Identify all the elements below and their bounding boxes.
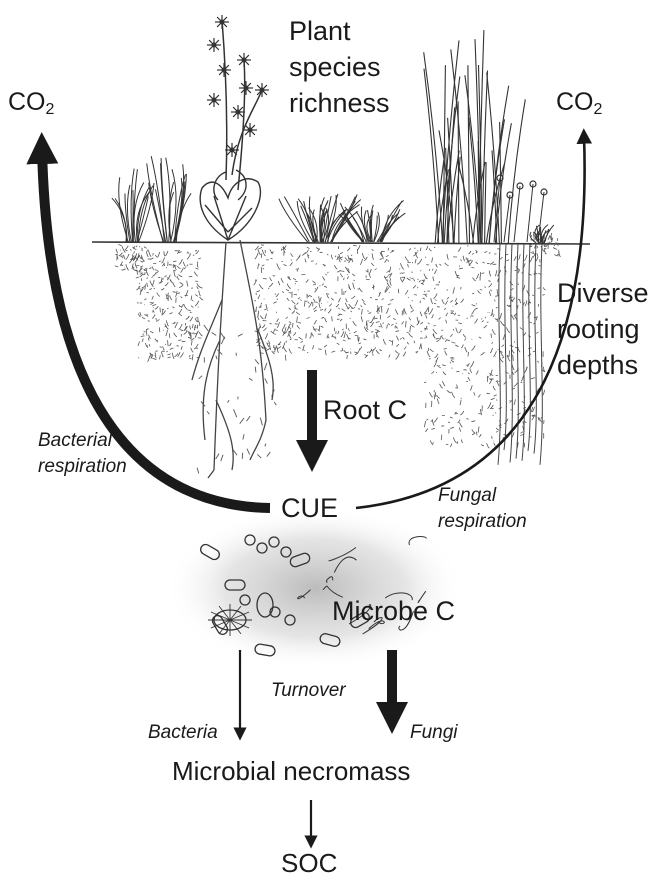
turnover-label: Turnover [271,680,346,701]
plant-richness-line-3: richness [289,88,390,118]
plant-shoots [112,156,554,244]
rooting-line-2: rooting [557,314,649,344]
root-mass-texture [115,232,561,478]
broadleaf-herb [200,170,260,240]
bacteria-label: Bacteria [148,722,218,743]
co2-right-sub: 2 [594,101,603,118]
bacterial-respiration-label: Bacterial respiration [38,430,127,478]
fungal-respiration-line-1: Fungal [438,485,527,506]
bacterial-respiration-line-1: Bacterial [38,430,127,451]
bacterial-respiration-line-2: respiration [38,456,127,477]
fungal-respiration-line-2: respiration [438,511,527,532]
cue-label: CUE [281,493,338,523]
plant-species-richness-label: Plant species richness [289,16,390,119]
rooting-line-3: depths [557,350,649,380]
fungal-respiration-label: Fungal respiration [438,485,527,533]
root-c-label: Root C [323,395,407,425]
diverse-rooting-depths-label: Diverse rooting depths [557,278,649,381]
microbial-necromass-label: Microbial necromass [172,757,410,786]
fungi-label: Fungi [410,722,458,743]
plant-richness-line-2: species [289,52,390,82]
co2-right-main: CO [556,88,594,116]
co2-left-main: CO [8,88,46,116]
rooting-line-1: Diverse [557,278,649,308]
plant-richness-line-1: Plant [289,16,390,46]
ground-line [92,242,590,244]
tall-flower-stalk [222,20,262,190]
fungal-respiration-arrow [356,136,585,508]
soc-label: SOC [281,849,337,878]
microbe-community-illustration [165,506,465,670]
co2-right-label: CO2 [556,88,602,119]
co2-left-label: CO2 [8,88,54,119]
microbe-c-label: Microbe C [332,596,455,626]
tall-grass-clump [424,30,526,244]
co2-left-sub: 2 [46,101,55,118]
